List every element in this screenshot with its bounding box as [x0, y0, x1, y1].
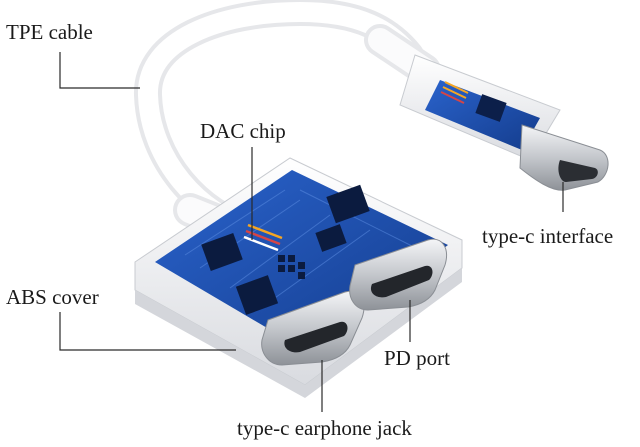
tpe-cable: [134, 0, 441, 253]
type-c-plug: [399, 54, 609, 191]
label-dac-chip: DAC chip: [200, 119, 286, 143]
label-type-c-interface: type-c interface: [482, 224, 614, 248]
leader-tpe-cable: [59, 52, 140, 89]
label-pd-port: PD port: [384, 346, 450, 370]
label-tpe-cable: TPE cable: [6, 20, 93, 44]
pd-port: [349, 238, 447, 311]
leader-lines: [59, 52, 564, 412]
label-abs-cover: ABS cover: [6, 285, 99, 309]
label-type-c-earphone-jack: type-c earphone jack: [237, 416, 412, 440]
leader-abs-cover: [59, 312, 236, 351]
pcb-board: [155, 170, 448, 352]
